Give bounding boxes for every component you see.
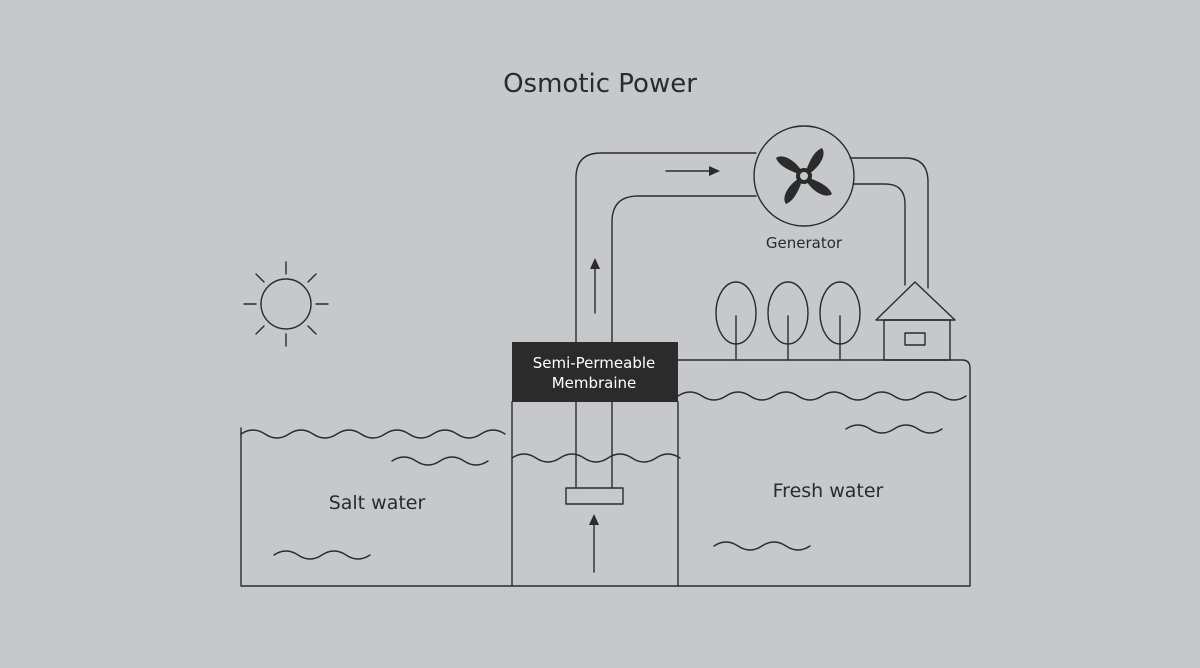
arrow-head	[589, 514, 599, 525]
piston-plate	[565, 487, 624, 505]
wave-icon	[845, 424, 943, 434]
membrane-chamber	[511, 401, 681, 587]
tree-icon	[715, 281, 757, 361]
tree-icon	[767, 281, 809, 361]
pipe-system	[575, 152, 929, 489]
house-icon	[875, 281, 956, 361]
wave-icon	[273, 550, 371, 560]
salt-water-basin: Salt water	[240, 427, 513, 587]
salt-water-label: Salt water	[329, 492, 426, 514]
wave-icon	[391, 456, 489, 466]
wave-icon	[677, 391, 967, 401]
wave-icon	[240, 429, 506, 439]
membrane-label-line2: Membraine	[552, 374, 637, 392]
generator-label: Generator	[766, 234, 843, 252]
fan-icon	[776, 148, 832, 204]
generator: Generator	[753, 125, 855, 252]
wave-icon	[511, 453, 681, 463]
semi-permeable-membrane: Semi-Permeable Membraine	[512, 342, 678, 402]
membrane-label-line1: Semi-Permeable	[533, 354, 656, 372]
wave-icon	[713, 541, 811, 551]
tree-icon	[819, 281, 861, 361]
sun-icon	[243, 261, 329, 347]
diagram-title: Osmotic Power	[503, 69, 697, 99]
fresh-water-label: Fresh water	[773, 480, 884, 502]
fresh-water-basin: Fresh water	[677, 359, 971, 587]
